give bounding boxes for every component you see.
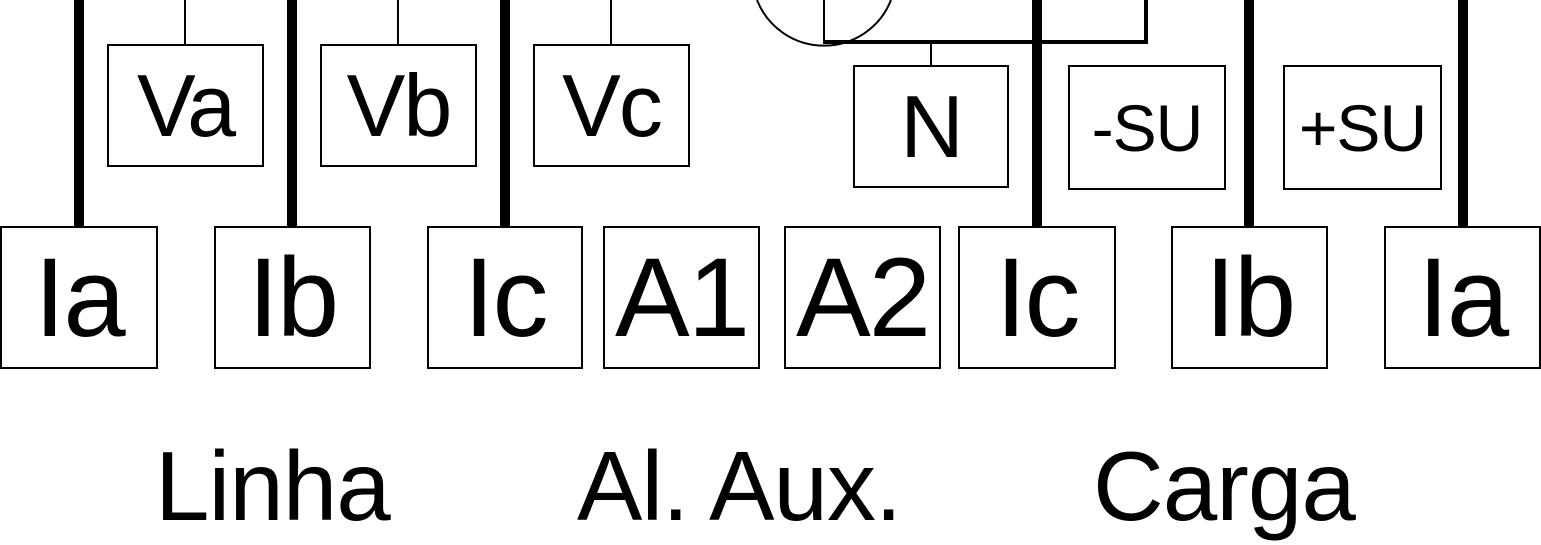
terminal-va: Va [107,44,264,167]
terminal-a1-label: A1 [615,234,750,360]
transformer-circle-arc [756,0,892,47]
group-label-carga: Carga [1093,431,1356,541]
terminal-ia-line: Ia [0,226,158,369]
terminal-ia-line-label: Ia [34,234,125,360]
terminal-ib-line: Ib [214,226,371,369]
terminal-ic-load-label: Ic [995,234,1080,360]
terminal-n: N [853,65,1009,188]
terminal-plus-su-label: +SU [1298,90,1427,165]
group-label-al-aux: Al. Aux. [577,431,902,541]
terminal-ic-line: Ic [427,226,583,369]
terminal-minus-su-label: -SU [1091,90,1204,165]
terminal-n-label: N [900,76,964,176]
terminal-a2: A2 [784,226,941,369]
terminal-ib-load-label: Ib [1204,234,1296,360]
group-label-linha: Linha [155,431,391,541]
terminal-a1: A1 [603,226,760,369]
terminal-vc-label: Vc [562,55,663,155]
terminal-ia-load: Ia [1384,226,1541,369]
terminal-vb-label: Vb [346,55,453,155]
terminal-ib-load: Ib [1171,226,1328,369]
terminal-ia-load-label: Ia [1417,234,1509,360]
terminal-vc: Vc [533,44,690,167]
terminal-minus-su: -SU [1068,65,1226,190]
terminal-ic-line-label: Ic [463,234,548,360]
terminal-a2-label: A2 [796,234,931,360]
terminal-ic-load: Ic [958,226,1116,369]
terminal-vb: Vb [320,44,477,167]
terminal-va-label: Va [136,55,236,155]
terminal-ib-line-label: Ib [247,234,339,360]
terminal-plus-su: +SU [1283,65,1442,190]
